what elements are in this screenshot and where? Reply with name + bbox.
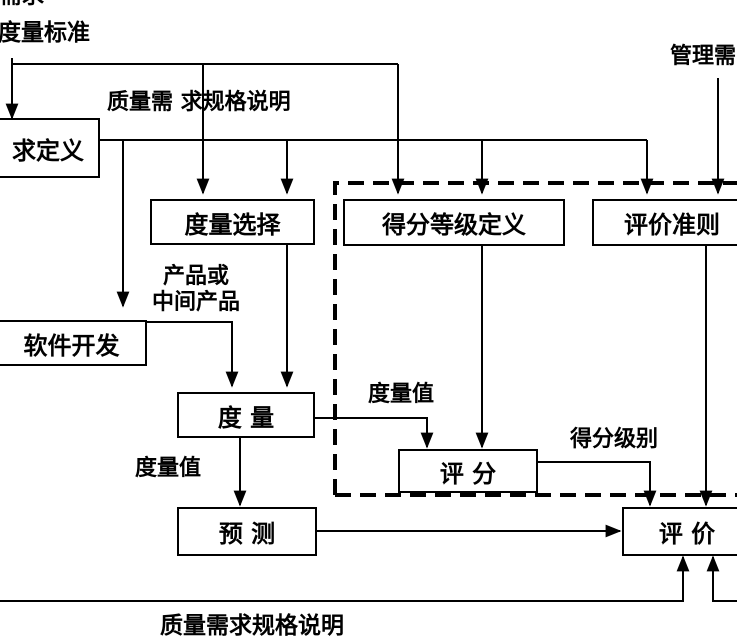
quality-spec-bottom-label: 质量需求规格说明 <box>160 613 344 639</box>
evaluation-box: 评 价 <box>622 507 737 556</box>
prediction-box: 预 测 <box>177 507 317 556</box>
metric-selection-box: 度量选择 <box>150 199 315 245</box>
quality-definition-text: 求定义 <box>12 136 84 165</box>
product-or-intermediate-label: 产品或 中间产品 <box>152 264 241 315</box>
quality-definition-box: 求定义 <box>0 118 100 178</box>
rating-level-definition-box: 得分等级定义 <box>343 199 565 246</box>
software-development-text: 软件开发 <box>23 331 120 360</box>
line-rating-to-evaluation <box>538 461 657 507</box>
metric-standard-label: 度量标准 <box>0 20 90 46</box>
rating-box: 评 分 <box>398 449 538 493</box>
line-bottom-feedback-right <box>706 555 737 602</box>
prediction-text: 预 测 <box>218 520 276 548</box>
measured-value-right-label: 度量值 <box>368 382 435 407</box>
rating-level-label: 得分级别 <box>570 427 659 452</box>
management-label: 管理需 <box>670 44 737 69</box>
rating-level-definition-text: 得分等级定义 <box>382 211 526 239</box>
line-development-to-measurement <box>147 321 239 388</box>
measured-value-left-label: 度量值 <box>135 456 202 481</box>
metric-selection-text: 度量选择 <box>184 210 281 239</box>
evaluation-text: 评 价 <box>658 520 716 548</box>
measurement-box: 度 量 <box>177 392 315 438</box>
top-cut-label: 需求 <box>0 0 44 6</box>
rating-text: 评 分 <box>439 459 497 488</box>
software-development-box: 软件开发 <box>0 320 147 366</box>
line-bottom-feedback <box>0 555 690 602</box>
quality-spec-top-label: 质量需 求规格说明 <box>107 90 291 115</box>
evaluation-criteria-text: 评价准则 <box>624 211 720 239</box>
line-measurement-to-rating <box>315 417 434 449</box>
evaluation-criteria-box: 评价准则 <box>592 199 737 246</box>
measurement-text: 度 量 <box>217 403 275 432</box>
evaluation-module-boundary <box>333 181 737 497</box>
